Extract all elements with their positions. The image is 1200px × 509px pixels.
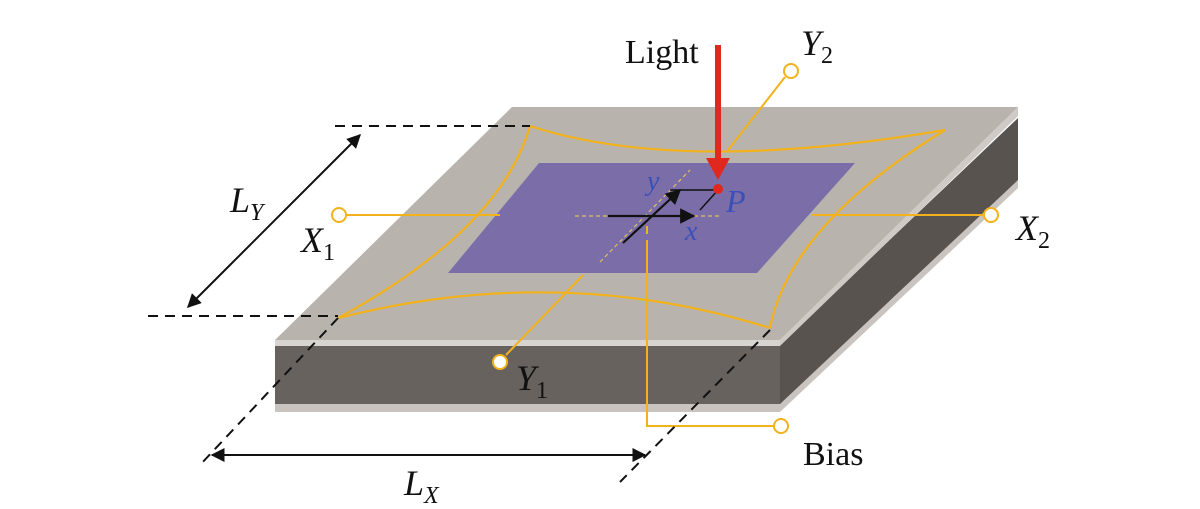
light-beam (706, 45, 730, 180)
y2-label: Y2 (801, 23, 833, 69)
lead-y2 (727, 76, 786, 151)
light-arrow-head (706, 158, 730, 180)
lead-y1 (505, 274, 584, 356)
axis-y-label: y (644, 166, 660, 197)
ly-label: LY (229, 180, 266, 226)
terminal-y1 (492, 354, 508, 370)
slab-front-face (275, 344, 780, 404)
slab-side-rim (780, 107, 1018, 346)
electrode-curves (337, 124, 946, 330)
light-label: Light (625, 34, 699, 71)
electrode-bottom (337, 291, 771, 330)
electrode-right (768, 129, 946, 329)
lx-label: LX (403, 463, 440, 509)
slab-top-rim (275, 340, 780, 346)
incident-point (713, 184, 723, 194)
y1-label: Y1 (516, 358, 548, 404)
x2-label: X2 (1014, 208, 1050, 254)
electrode-top (529, 124, 946, 153)
contact-leads (346, 76, 983, 427)
terminal-y2 (783, 63, 799, 79)
ly-dimension-arrow (187, 134, 361, 308)
slab-side-face (780, 118, 1018, 404)
electrode-left (337, 125, 532, 319)
lead-bias (646, 248, 774, 427)
coordinate-axes (575, 169, 720, 263)
terminal-x1 (331, 207, 347, 223)
point-p-label: P (725, 183, 746, 219)
bias-label: Bias (803, 436, 863, 473)
terminal-x2 (983, 207, 999, 223)
axis-y-arrow (622, 188, 682, 244)
axis-x-label: x (684, 216, 698, 247)
terminal-bias (773, 418, 789, 434)
x1-label: X1 (299, 220, 335, 266)
